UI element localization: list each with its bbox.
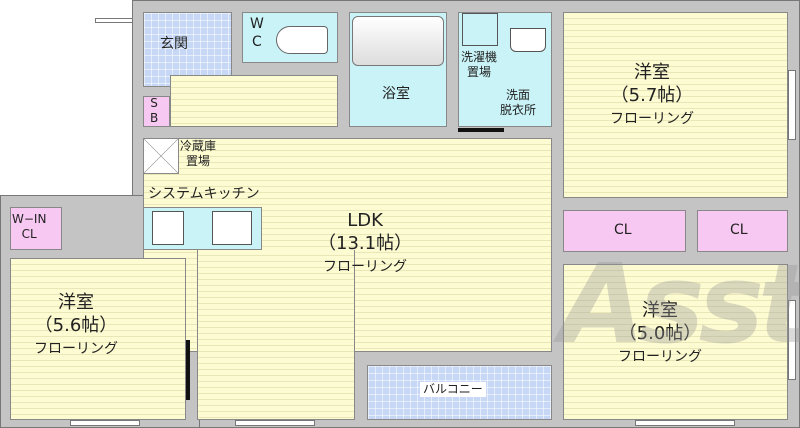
ldk-name: LDK — [347, 210, 383, 231]
room3-size: （5.6帖） — [34, 314, 118, 336]
wash-l1: 洗面 — [506, 88, 531, 102]
room3-floor: フローリング — [34, 341, 118, 357]
room3-door[interactable] — [186, 340, 190, 400]
room1-floor: フローリング — [610, 111, 694, 127]
western-room-1 — [563, 12, 788, 198]
fridge-space — [143, 138, 179, 174]
washer-l2: 置場 — [467, 65, 492, 79]
window-east-2 — [788, 300, 796, 380]
room2-name: 洋室 — [642, 300, 678, 321]
fridge-l2: 置場 — [186, 154, 211, 168]
window-east-1 — [788, 70, 796, 140]
bath-label: 浴室 — [382, 86, 410, 102]
entrance-room — [143, 12, 232, 87]
kitchen-sink-icon — [212, 211, 252, 245]
ldk-label: LDK（13.1帖） フローリング — [318, 210, 412, 278]
sb-s: S — [150, 96, 158, 110]
entrance-door[interactable] — [95, 18, 133, 23]
closet-2 — [697, 210, 788, 252]
wc-c: C — [252, 33, 262, 50]
bathtub-icon — [352, 16, 444, 66]
entrance-label: 玄関 — [160, 36, 188, 52]
fridge-l1: 冷蔵庫 — [180, 139, 217, 153]
ldk-size: （13.1帖） — [318, 232, 413, 254]
asst-logo: Asst — [560, 240, 800, 368]
room2-label: 洋室（5.0帖） フローリング — [618, 300, 702, 368]
wic-l2: CL — [21, 227, 37, 241]
sink-icon — [510, 28, 546, 52]
window-south-3 — [635, 420, 735, 426]
western-room-2 — [563, 264, 788, 420]
hallway — [170, 75, 338, 127]
room3-name: 洋室 — [58, 292, 94, 313]
washroom-door[interactable] — [458, 128, 504, 132]
ldk-lower — [197, 250, 355, 420]
washer-l1: 洗濯機 — [461, 50, 498, 64]
room1-size: （5.7帖） — [610, 84, 694, 106]
room2-size: （5.0帖） — [618, 322, 702, 344]
shoe-box — [143, 96, 170, 127]
western-room-3 — [10, 258, 186, 420]
toilet-icon — [276, 26, 328, 54]
room2-floor: フローリング — [618, 349, 702, 365]
kitchen-label: システムキッチン — [148, 186, 260, 202]
ldk-floor: フローリング — [323, 259, 408, 275]
window-south-2 — [235, 420, 315, 426]
closet-1 — [563, 210, 686, 252]
stove-icon — [152, 211, 184, 245]
room1-name: 洋室 — [634, 62, 670, 83]
sb-b: B — [150, 111, 159, 125]
washer-label: 洗濯機置場 — [461, 50, 497, 80]
balcony-label: バルコニー — [420, 382, 486, 397]
fridge-label: 冷蔵庫置場 — [180, 139, 216, 169]
wc-w: W — [250, 16, 264, 32]
washroom-label: 洗面脱衣所 — [500, 88, 536, 118]
closet-1-label: CL — [614, 222, 632, 238]
wash-l2: 脱衣所 — [500, 103, 537, 117]
closet-2-label: CL — [730, 222, 748, 238]
washer-icon — [462, 13, 498, 46]
room1-label: 洋室（5.7帖） フローリング — [610, 62, 694, 130]
room3-label: 洋室（5.6帖） フローリング — [34, 292, 118, 360]
window-south-1 — [70, 420, 140, 426]
walk-in-closet — [10, 207, 62, 250]
wic-l1: W−IN — [12, 212, 47, 226]
